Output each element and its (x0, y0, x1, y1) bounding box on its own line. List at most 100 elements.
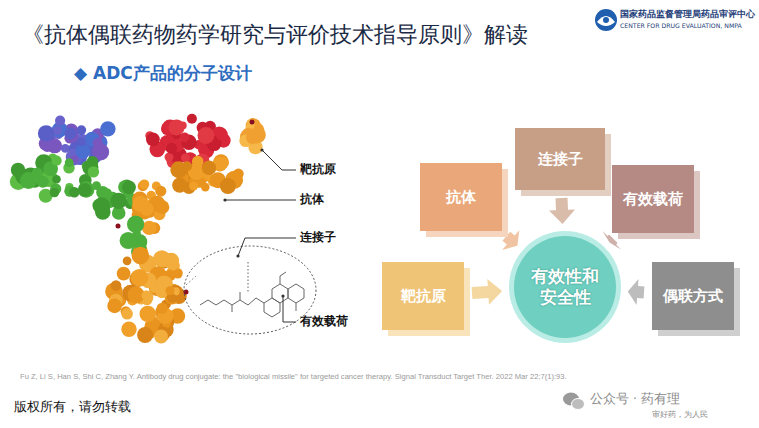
protein-blob (139, 179, 149, 189)
protein-blob (132, 247, 150, 265)
protein-blob (78, 181, 95, 198)
protein-blob (256, 131, 265, 140)
protein-blob (216, 130, 226, 140)
protein-blob (169, 119, 185, 135)
factor-text: 连接子 (538, 150, 583, 169)
chemical-structure (200, 262, 304, 317)
zoom-line (186, 276, 196, 285)
protein-blob (76, 144, 91, 159)
text-group: 抗体 (446, 188, 476, 207)
protein-blob (153, 250, 170, 267)
part-label: 抗体 (300, 192, 324, 206)
protein-blob (107, 299, 122, 314)
logo-icon (595, 9, 617, 31)
factor-text: 抗体 (446, 188, 476, 207)
protein-blob (110, 193, 126, 209)
factor-box: 抗体 (420, 163, 502, 231)
protein-blob (157, 303, 168, 314)
text-group: 连接子 (538, 150, 583, 169)
protein-blob (154, 330, 168, 344)
payload-dot (116, 224, 121, 229)
protein-blob (65, 128, 77, 140)
text-group: 有效载荷 (623, 190, 683, 209)
factor-box: 连接子 (515, 128, 605, 190)
protein-blob (217, 157, 229, 169)
wechat-icon (563, 393, 585, 410)
protein-blob (166, 143, 177, 154)
protein-blob (170, 161, 187, 178)
protein-blob (77, 125, 87, 135)
watermark: 公众号 · 药有理 (590, 391, 680, 406)
protein-blob (247, 120, 255, 128)
factor-text: 偶联方式 (663, 287, 723, 306)
slide-title: 《抗体偶联药物药学研究与评价技术指导原则》解读 (22, 22, 528, 48)
protein-blob (137, 327, 153, 343)
protein-blob (166, 285, 184, 303)
protein-blob (121, 322, 136, 337)
factor-box: 靶抗原 (382, 262, 464, 330)
protein-blob (96, 186, 109, 199)
protein-blob (111, 280, 122, 291)
factor-text: 靶抗原 (401, 287, 446, 306)
protein-blob (93, 138, 103, 148)
protein-blob (201, 183, 210, 192)
leader-dots (223, 148, 284, 297)
protein-blob (93, 197, 111, 215)
protein-blob (52, 175, 61, 184)
protein-blob (121, 308, 133, 320)
protein-blob (181, 153, 190, 162)
part-label: 靶抗原 (300, 162, 336, 176)
protein-blob (122, 180, 136, 194)
outcome-circle: 有效性和安全性 (508, 230, 622, 344)
protein-blob (156, 200, 170, 214)
protein-blob (192, 156, 204, 168)
protein-blob (127, 216, 144, 233)
protein-blob (50, 188, 59, 197)
protein-blob (100, 121, 115, 136)
part-label: 连接子 (300, 230, 336, 244)
copyright-note: 版权所有，请勿转载 (14, 399, 131, 415)
protein-surface (10, 114, 266, 344)
block-arrow (628, 279, 645, 305)
protein-blob (173, 269, 182, 278)
protein-blob (189, 182, 198, 191)
block-arrow (472, 279, 503, 305)
protein-blob (202, 161, 217, 176)
protein-blob (140, 306, 156, 322)
section-heading: ◆ ADC产品的分子设计 (74, 63, 252, 83)
citation: Fu Z, Li S, Han S, Shi C, Zhang Y. Antib… (20, 372, 740, 381)
payload-dot (250, 120, 255, 125)
protein-blob (142, 291, 152, 301)
outcome-text: 有效性和安全性 (529, 266, 601, 309)
part-label: 有效载荷 (300, 314, 348, 328)
protein-blob (180, 132, 189, 141)
protein-blob (142, 221, 156, 235)
text-group: 靶抗原 (401, 287, 446, 306)
protein-blob (120, 232, 137, 249)
protein-blob (78, 183, 92, 197)
block-arrow (603, 231, 621, 249)
protein-blob (220, 178, 236, 194)
protein-blob (187, 114, 197, 124)
watermark-slogan: 审好药，为人民 (652, 410, 708, 420)
zoom-ellipse (184, 246, 316, 334)
protein-blob (88, 166, 99, 177)
protein-blob (132, 196, 148, 212)
leader-lines (225, 150, 296, 322)
factor-box: 偶联方式 (652, 262, 734, 330)
factor-box: 有效载荷 (612, 165, 694, 233)
agency-english: CENTER FOR DRUG EVALUATION, NMPA (620, 22, 742, 29)
protein-blob (198, 127, 215, 144)
protein-blob (55, 116, 65, 126)
protein-blob (155, 186, 166, 197)
protein-blob (117, 267, 131, 281)
protein-blob (38, 125, 54, 141)
text-group: 有效性和安全性 (529, 266, 601, 309)
protein-blob (77, 137, 86, 146)
protein-blob (123, 256, 132, 265)
text-group: 偶联方式 (663, 287, 723, 306)
protein-blob (131, 269, 149, 287)
protein-blob (65, 158, 74, 167)
protein-blob (172, 178, 187, 193)
protein-blob (233, 168, 244, 179)
